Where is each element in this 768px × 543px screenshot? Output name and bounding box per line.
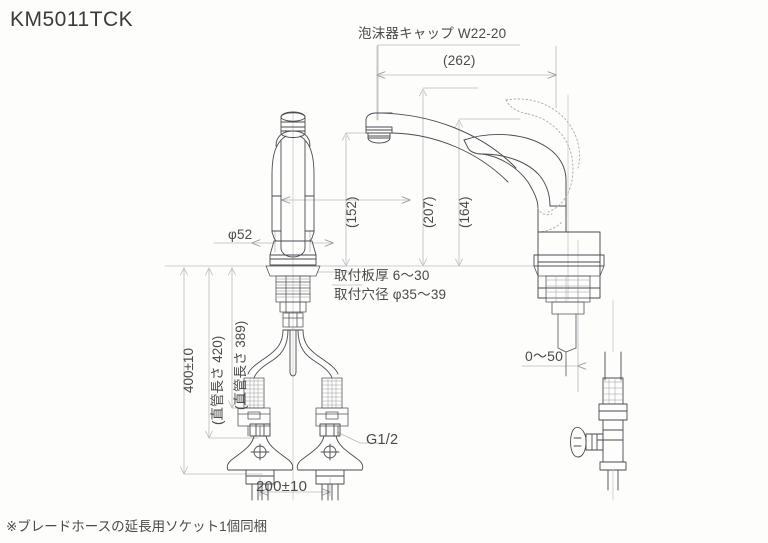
handle-raised-phantom — [505, 98, 580, 233]
footnote: ※ブレードホースの延長用ソケット1個同梱 — [6, 519, 268, 534]
faucet-front-view — [226, 111, 364, 501]
left-braided-hose — [237, 377, 271, 437]
dim-total-length-400: 400±10 — [181, 348, 196, 393]
aerator-outlet — [365, 112, 393, 144]
dim-height-164: (164) — [457, 196, 472, 228]
right-braided-hose — [315, 377, 349, 437]
dim-straight-pipe-389: (直管長さ 389) — [233, 320, 248, 410]
dim-reach-262: (262) — [443, 53, 476, 68]
page-title: KM5011TCK — [10, 8, 134, 31]
dim-height-152: (152) — [344, 196, 359, 228]
dim-diameter-52: φ52 — [228, 227, 253, 242]
dim-clearance-0-50: 0〜50 — [525, 348, 564, 364]
label-plate-thickness: 取付板厚 6〜30 — [334, 268, 430, 283]
faucet-side-view — [365, 94, 628, 501]
dim-height-207: (207) — [421, 196, 436, 228]
side-body-cylinder — [537, 231, 601, 299]
dimension-lines-group — [164, 44, 601, 497]
right-wall-connector — [296, 423, 364, 501]
dim-straight-pipe-420: (直管長さ 420) — [210, 335, 225, 425]
label-aerator-cap: 泡沫器キャップ W22-20 — [358, 26, 507, 41]
dim-spread-200: 200±10 — [256, 478, 308, 495]
stop-valve — [570, 299, 628, 501]
label-hole-diameter: 取付穴径 φ35〜39 — [334, 287, 447, 302]
label-thread-g12: G1/2 — [366, 432, 399, 448]
left-wall-connector — [226, 423, 294, 501]
